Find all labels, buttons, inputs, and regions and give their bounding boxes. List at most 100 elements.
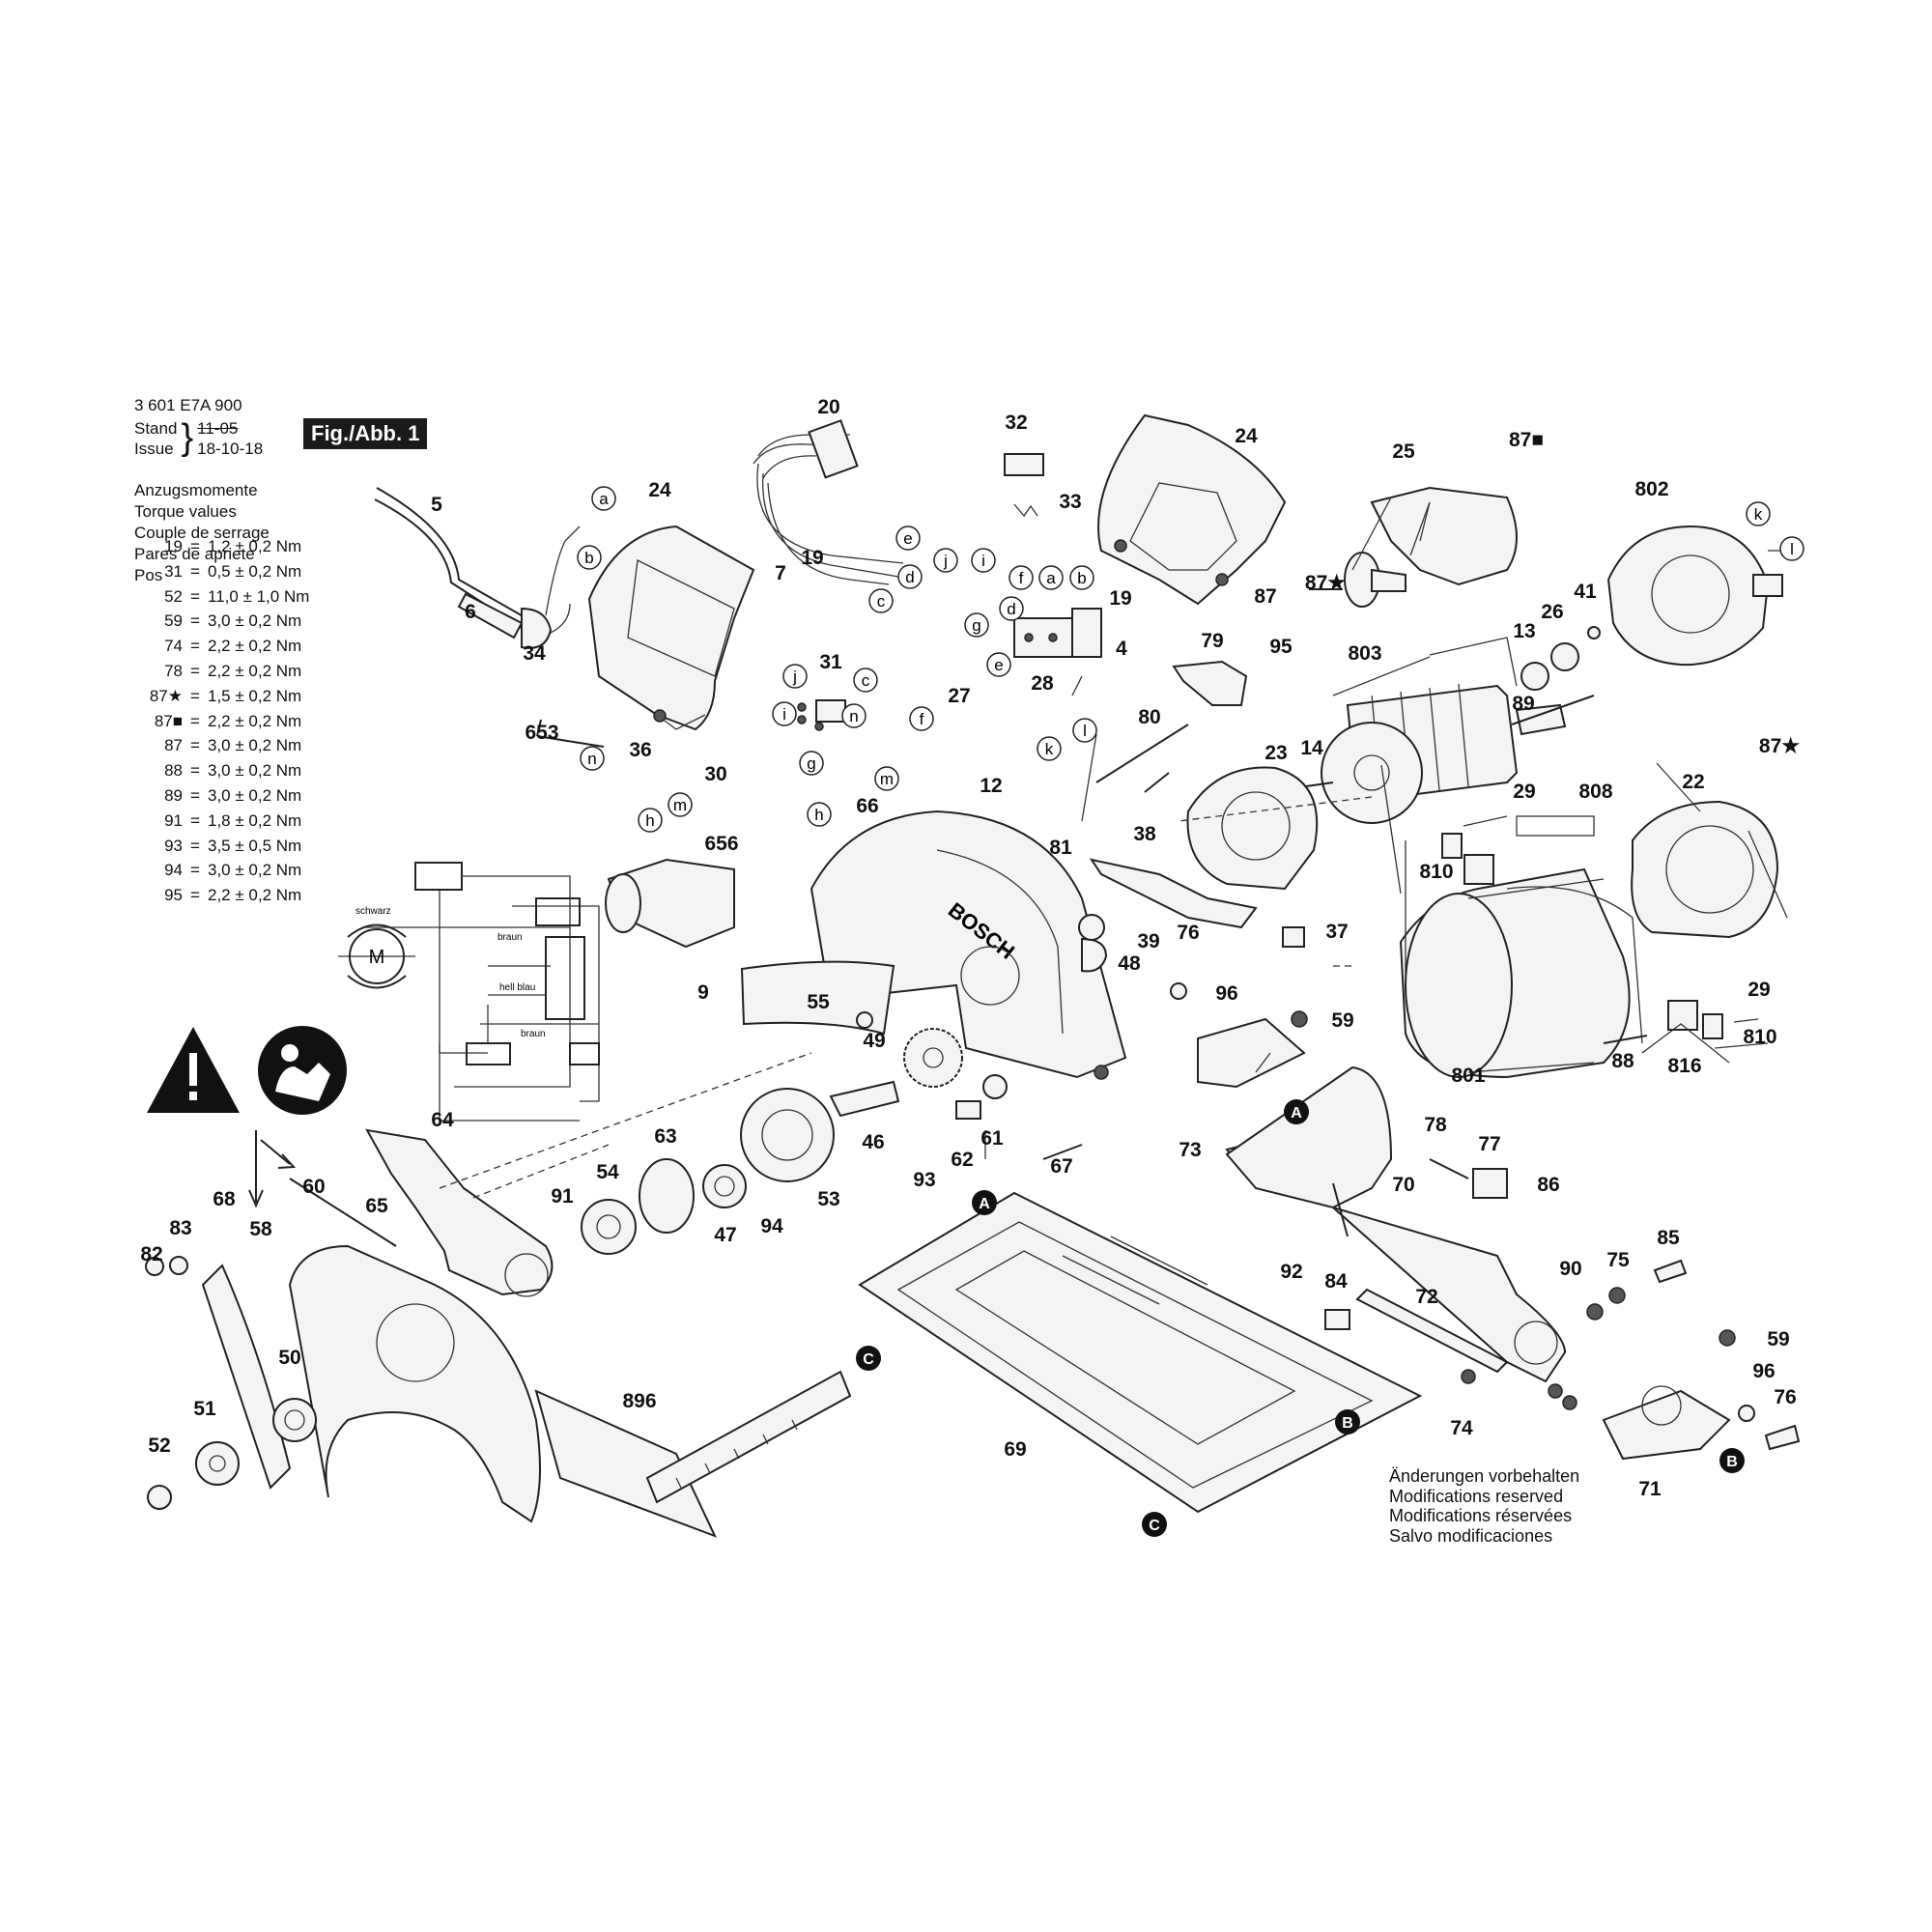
assembly-lines — [439, 497, 1788, 1199]
letter-text: f — [920, 710, 924, 728]
torque-eq: = — [190, 761, 200, 781]
torque-pos: 19 — [164, 537, 183, 555]
part-label: 48 — [1118, 952, 1141, 975]
part-label: 87★ — [1759, 735, 1800, 757]
part-label: 49 — [863, 1030, 885, 1052]
torque-pos: 87★ — [149, 686, 183, 705]
stand-label: Stand — [134, 419, 178, 438]
part-label: 13 — [1513, 620, 1535, 642]
torque-eq: = — [190, 836, 200, 855]
assembly-marker: B — [1335, 1409, 1360, 1435]
letter-text: d — [905, 568, 914, 586]
letter-text: g — [972, 616, 980, 635]
torque-value: 1,5 ± 0,2 Nm — [208, 686, 302, 705]
part-label: 96 — [1215, 982, 1237, 1005]
letter-text: l — [1083, 722, 1087, 740]
letter-circle — [591, 486, 616, 511]
motor-housing — [1399, 867, 1648, 1079]
torque-value: 2,2 ± 0,2 Nm — [208, 886, 302, 905]
base-plate — [858, 1191, 1423, 1514]
motor-symbol: M — [369, 947, 385, 968]
letter-circle — [1038, 565, 1064, 590]
letter-text: c — [877, 592, 886, 611]
connection-letter: j — [933, 548, 958, 573]
torque-eq: = — [190, 537, 200, 555]
torque-eq: = — [190, 736, 200, 755]
torque-value: 3,0 ± 0,2 Nm — [208, 861, 302, 880]
torque-eq: = — [190, 810, 200, 830]
connection-letter: g — [799, 751, 824, 776]
part-label: 74 — [1450, 1417, 1473, 1439]
bearing-cap-23 — [1186, 766, 1319, 891]
connection-letter: c — [868, 588, 894, 613]
torque-row: 95=2,2 ± 0,2 Nm — [134, 883, 309, 908]
marker-circle — [1335, 1409, 1360, 1435]
torque-row: 19=1,2 ± 0,2 Nm — [134, 534, 309, 559]
part-label: 87■ — [1509, 429, 1544, 451]
wire-label-brown: braun — [497, 932, 523, 943]
torque-row: 87★=1,5 ± 0,2 Nm — [134, 684, 309, 709]
torque-eq: = — [190, 611, 200, 631]
torque-eq: = — [190, 785, 200, 805]
bearing-flange — [581, 937, 1108, 1255]
part-label: 33 — [1059, 491, 1081, 513]
part-label: 93 — [913, 1169, 935, 1191]
part-label: 803 — [1348, 642, 1381, 665]
connection-letter: d — [897, 564, 923, 589]
letter-text: j — [792, 668, 797, 686]
bracket-38 — [1078, 858, 1258, 941]
letter-text: i — [782, 705, 786, 724]
torque-title-es: Pares de apriete — [134, 545, 255, 563]
part-label: 79 — [1201, 630, 1223, 652]
marker-circle — [1142, 1512, 1167, 1537]
part-number: 3 601 E7A 900 — [134, 396, 242, 414]
part-label: 68 — [213, 1188, 236, 1210]
letter-circle — [897, 564, 923, 589]
letter-text: n — [849, 707, 858, 725]
motor-cap — [1631, 800, 1779, 939]
torque-title-de: Anzugsmomente — [134, 481, 258, 499]
torque-pos: 93 — [164, 836, 183, 855]
letter-text: b — [584, 549, 593, 567]
connection-letter: m — [874, 766, 899, 791]
part-label: 30 — [704, 763, 726, 785]
part-label: 67 — [1050, 1155, 1072, 1178]
spindle — [829, 1011, 900, 1118]
switch-assembly — [797, 453, 1102, 731]
read-manual-icon — [258, 1026, 347, 1115]
letter-text: h — [814, 806, 823, 824]
depth-lever — [1355, 1158, 1509, 1374]
letter-text: e — [903, 529, 912, 548]
letter-circle — [1009, 565, 1034, 590]
marker-text: C — [1149, 1518, 1160, 1534]
upper-housing — [1097, 413, 1287, 606]
torque-row: 91=1,8 ± 0,2 Nm — [134, 809, 309, 834]
part-label: 64 — [431, 1109, 454, 1131]
torque-value: 2,2 ± 0,2 Nm — [208, 661, 302, 680]
connection-letter: n — [580, 746, 605, 771]
wire-label-brown-2: braun — [521, 1029, 546, 1039]
note-line-es: Salvo modificaciones — [1389, 1525, 1553, 1546]
modifications-note: Änderungen vorbehalten Modifications res… — [1389, 1466, 1579, 1546]
torque-pos: 78 — [164, 661, 183, 680]
part-label: 810 — [1743, 1026, 1776, 1048]
torque-row: 87■=2,2 ± 0,2 Nm — [134, 709, 309, 734]
letter-circle — [1069, 565, 1094, 590]
part-label: 77 — [1478, 1133, 1500, 1155]
torque-title-fr: Couple de serrage — [134, 524, 270, 542]
torque-pos: 74 — [164, 637, 183, 656]
part-label: 71 — [1638, 1478, 1662, 1500]
assembly-marker: B — [1719, 1448, 1745, 1473]
part-label: 656 — [704, 833, 738, 855]
letter-circle — [1746, 501, 1771, 526]
letter-circle — [971, 548, 996, 573]
torque-eq: = — [190, 586, 200, 606]
part-label: 83 — [169, 1217, 191, 1239]
figure-badge: Fig./Abb. 1 — [303, 418, 428, 449]
part-label: 55 — [807, 991, 830, 1013]
torque-eq: = — [190, 561, 200, 581]
stand-date: 11-05 — [197, 419, 239, 438]
part-label: 808 — [1578, 781, 1612, 803]
